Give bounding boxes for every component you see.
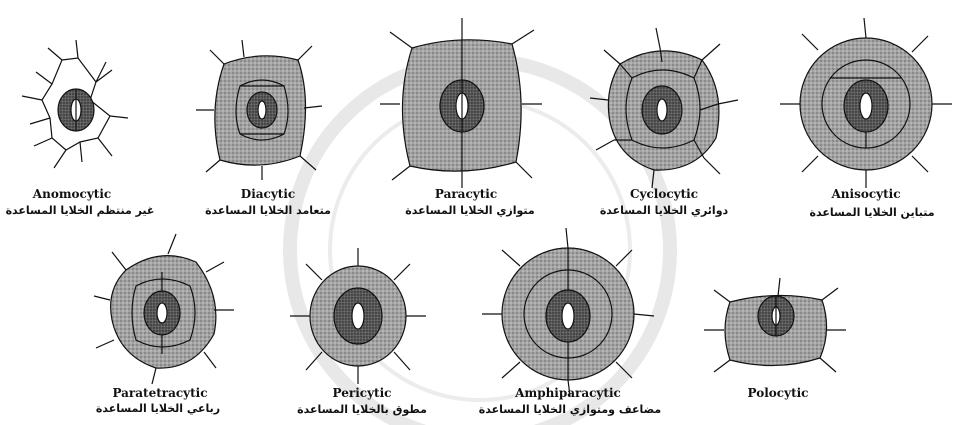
- label-paracytic-ar: متوازي الخلايا المساعدة: [405, 204, 534, 217]
- stoma-anomocytic: [22, 40, 128, 168]
- label-pericytic-en: Pericytic: [333, 386, 392, 400]
- label-diacytic-ar: متعامد الخلايا المساعدة: [205, 204, 331, 217]
- stoma-paracytic: [380, 18, 542, 188]
- label-anomocytic-ar: غير منتظم الخلايا المساعدة: [6, 204, 155, 217]
- stoma-amphiparacytic: [482, 228, 654, 396]
- stoma-paratetracytic: [94, 234, 234, 384]
- stoma-diacytic: [196, 40, 322, 180]
- label-amphiparacytic-en: Amphiparacytic: [515, 386, 621, 400]
- label-paratetracytic-en: Paratetracytic: [112, 386, 207, 400]
- stoma-cyclocytic: [590, 28, 738, 188]
- label-anomocytic-en: Anomocytic: [33, 187, 111, 201]
- stoma-pericytic: [290, 248, 426, 384]
- label-anisocytic-ar: متباين الخلايا المساعدة: [809, 206, 934, 219]
- label-amphiparacytic-ar: مضاعف ومتوازي الخلايا المساعدة: [479, 403, 662, 416]
- label-paracytic-en: Paracytic: [435, 187, 497, 201]
- stoma-anisocytic: [780, 18, 952, 188]
- label-polocytic-en: Polocytic: [748, 386, 809, 400]
- label-pericytic-ar: مطوق بالخلايا المساعدة: [297, 403, 427, 416]
- label-diacytic-en: Diacytic: [241, 187, 295, 201]
- label-cyclocytic-en: Cyclocytic: [630, 187, 698, 201]
- label-cyclocytic-ar: دوائري الخلايا المساعدة: [600, 204, 728, 217]
- label-anisocytic-en: Anisocytic: [831, 187, 900, 201]
- label-paratetracytic-ar: رباعي الخلايا المساعدة: [96, 402, 220, 415]
- stoma-polocytic: [704, 278, 846, 372]
